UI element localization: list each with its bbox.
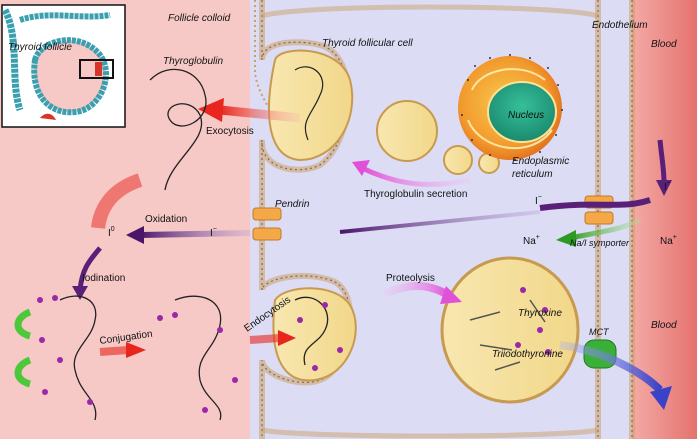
iodination-arrowhead xyxy=(72,286,88,300)
symporter-channel-bottom xyxy=(584,211,614,225)
secretion-arrowhead xyxy=(352,160,370,176)
cell-top-membrane xyxy=(261,4,599,19)
label-symporter: Na/I symporter xyxy=(570,238,630,248)
ribosome-dots xyxy=(461,54,563,161)
secretion-arrow xyxy=(360,165,471,187)
pendrin-channel-bottom xyxy=(252,227,282,241)
label-iodide-left: I− xyxy=(210,226,217,239)
exocytosis-arrowhead xyxy=(198,98,224,122)
er-fold-2 xyxy=(467,119,553,149)
inset-follicle-wall-left xyxy=(1,8,24,112)
label-er-line2: reticulum xyxy=(512,169,553,180)
inset-blood-vessel-lower xyxy=(40,113,56,120)
label-mct: MCT xyxy=(589,327,610,337)
exocytosis-arrow xyxy=(219,105,301,123)
label-thyroxine: Thyroxine xyxy=(518,308,562,319)
endocytosis-arrow xyxy=(249,334,281,344)
oxidation-arrowhead xyxy=(126,226,144,244)
proteolysis-fragments xyxy=(469,299,546,371)
thyroid-follicle-inset xyxy=(1,4,126,128)
er-fold-1 xyxy=(471,68,546,91)
hormone-release-arrowhead xyxy=(650,386,672,410)
inset-zoom-box xyxy=(79,59,114,79)
peroxidase-wedge xyxy=(91,173,143,230)
exocytosis-vesicle xyxy=(268,49,354,162)
pendrin-channel-top xyxy=(252,207,282,221)
secretion-vesicle-medium xyxy=(443,145,473,175)
iodide-entry-arrowhead xyxy=(656,180,672,196)
iodinated-thyroglobulin xyxy=(59,295,97,421)
lysosome xyxy=(440,256,580,404)
vesicle-thyroglobulin xyxy=(294,66,324,141)
iodine-atoms xyxy=(37,287,551,413)
endocytosed-thyroglobulin xyxy=(294,296,329,366)
sodium-arrow xyxy=(569,217,642,241)
iodination-cycle-arrow-top xyxy=(14,308,32,340)
inset-blood-vessel xyxy=(95,62,102,76)
inset-follicle xyxy=(31,37,109,116)
label-nucleus: Nucleus xyxy=(508,110,544,121)
label-thyroid-follicular-cell: Thyroid follicular cell xyxy=(322,38,413,49)
endocytosis-vesicle xyxy=(272,287,357,382)
label-iodide-blood: I− xyxy=(664,180,671,193)
label-follicle-colloid: Follicle colloid xyxy=(168,13,231,24)
proteolysis-arrowhead xyxy=(440,286,462,304)
iodide-entry-arrow xyxy=(657,139,667,183)
oxidation-arrow xyxy=(139,230,251,238)
nucleus xyxy=(487,81,557,143)
conjugation-arrow xyxy=(99,346,129,356)
endocytosis-arrowhead xyxy=(278,330,296,346)
symporter-iodide-arrow xyxy=(539,197,651,211)
apical-membrane-dots xyxy=(261,0,351,439)
secretion-vesicle-large xyxy=(376,100,438,162)
conjugation-arrowhead xyxy=(126,342,146,358)
label-thyroglobulin-secretion: Thyroglobulin secretion xyxy=(364,189,467,200)
inset-follicle-wall-top xyxy=(19,12,111,23)
label-triiodothyronine: Triiodothyronine xyxy=(492,349,563,360)
label-blood-top: Blood xyxy=(651,39,677,50)
label-sodium-left: Na+ xyxy=(523,234,540,247)
label-sodium-right: Na+ xyxy=(660,234,677,247)
label-thyroid-follicle: Thyroid follicle xyxy=(8,42,72,53)
thyroglobulin-molecule xyxy=(149,68,207,191)
label-iodide-mid: I− xyxy=(535,194,542,207)
label-pendrin: Pendrin xyxy=(275,199,310,210)
label-thyroglobulin: Thyroglobulin xyxy=(163,56,223,67)
cell-bottom-membrane xyxy=(261,427,599,439)
label-exocytosis: Exocytosis xyxy=(206,126,254,137)
label-blood-bottom: Blood xyxy=(651,320,677,331)
label-iodine-zero: I0 xyxy=(108,226,115,239)
iodination-arrow xyxy=(77,246,102,291)
blood-region xyxy=(632,0,697,439)
label-iodination: Iodination xyxy=(82,273,125,284)
sodium-arrowhead xyxy=(556,230,576,247)
conjugated-thyroglobulin xyxy=(174,295,222,421)
label-proteolysis: Proteolysis xyxy=(386,273,435,284)
iodination-cycle-arrow-bottom xyxy=(14,356,32,388)
label-er-line1: Endoplasmic xyxy=(512,156,569,167)
label-endothelium: Endothelium xyxy=(592,20,648,31)
label-oxidation: Oxidation xyxy=(145,214,187,225)
hormone-release-arrow xyxy=(559,341,663,393)
iodide-transport-arrow xyxy=(339,210,541,234)
